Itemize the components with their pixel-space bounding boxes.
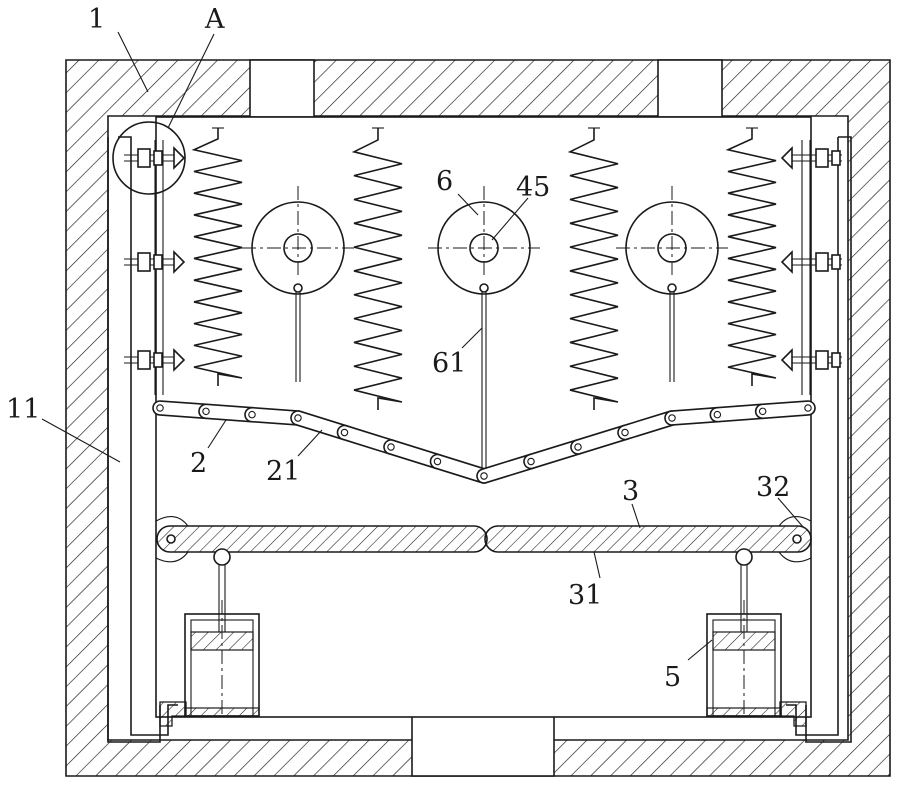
bolt-nut [816, 149, 828, 167]
bolt-nut [138, 253, 150, 271]
bolt-left-2 [124, 252, 184, 272]
label-61: 61 [432, 348, 466, 379]
bolt-right-3 [782, 350, 842, 370]
label-32: 32 [756, 472, 790, 503]
label-21: 21 [266, 456, 300, 487]
label-5: 5 [664, 662, 681, 693]
label-45: 45 [516, 172, 550, 203]
plate-pin-right [793, 535, 801, 543]
cylinder-top-pin [214, 549, 230, 565]
bolt-right-1 [782, 148, 842, 168]
bolt-washer [832, 151, 840, 165]
bolt-washer [154, 353, 162, 367]
label-6: 6 [436, 166, 453, 197]
label-3: 3 [622, 476, 639, 507]
plate-pin-left [167, 535, 175, 543]
rod-pin-1 [294, 284, 302, 292]
bolt-washer [154, 151, 162, 165]
bracket-left [160, 702, 186, 726]
bolt-right-2 [782, 252, 842, 272]
cylinder-base [185, 708, 259, 716]
bolt-nut [138, 351, 150, 369]
top-opening-right [658, 60, 722, 117]
bottom-opening [412, 716, 554, 776]
label-2: 2 [190, 448, 207, 479]
bracket-right [780, 702, 806, 726]
bolt-nut [816, 351, 828, 369]
cylinder-top-pin [736, 549, 752, 565]
bolt-left-3 [124, 350, 184, 370]
plate-left [157, 526, 487, 552]
bolt-nut [138, 149, 150, 167]
rod-pin-2 [480, 284, 488, 292]
label-11: 11 [6, 394, 40, 425]
bolt-washer [154, 255, 162, 269]
label-31: 31 [568, 580, 602, 611]
plate-right [485, 526, 811, 552]
cylinder-base [707, 708, 781, 716]
rod-pin-3 [668, 284, 676, 292]
label-1: 1 [88, 4, 105, 35]
bolt-left-1 [124, 148, 184, 168]
bolt-washer [832, 353, 840, 367]
label-a: A [204, 4, 225, 35]
bolt-nut [816, 253, 828, 271]
bolt-washer [832, 255, 840, 269]
top-opening-left [250, 60, 314, 117]
